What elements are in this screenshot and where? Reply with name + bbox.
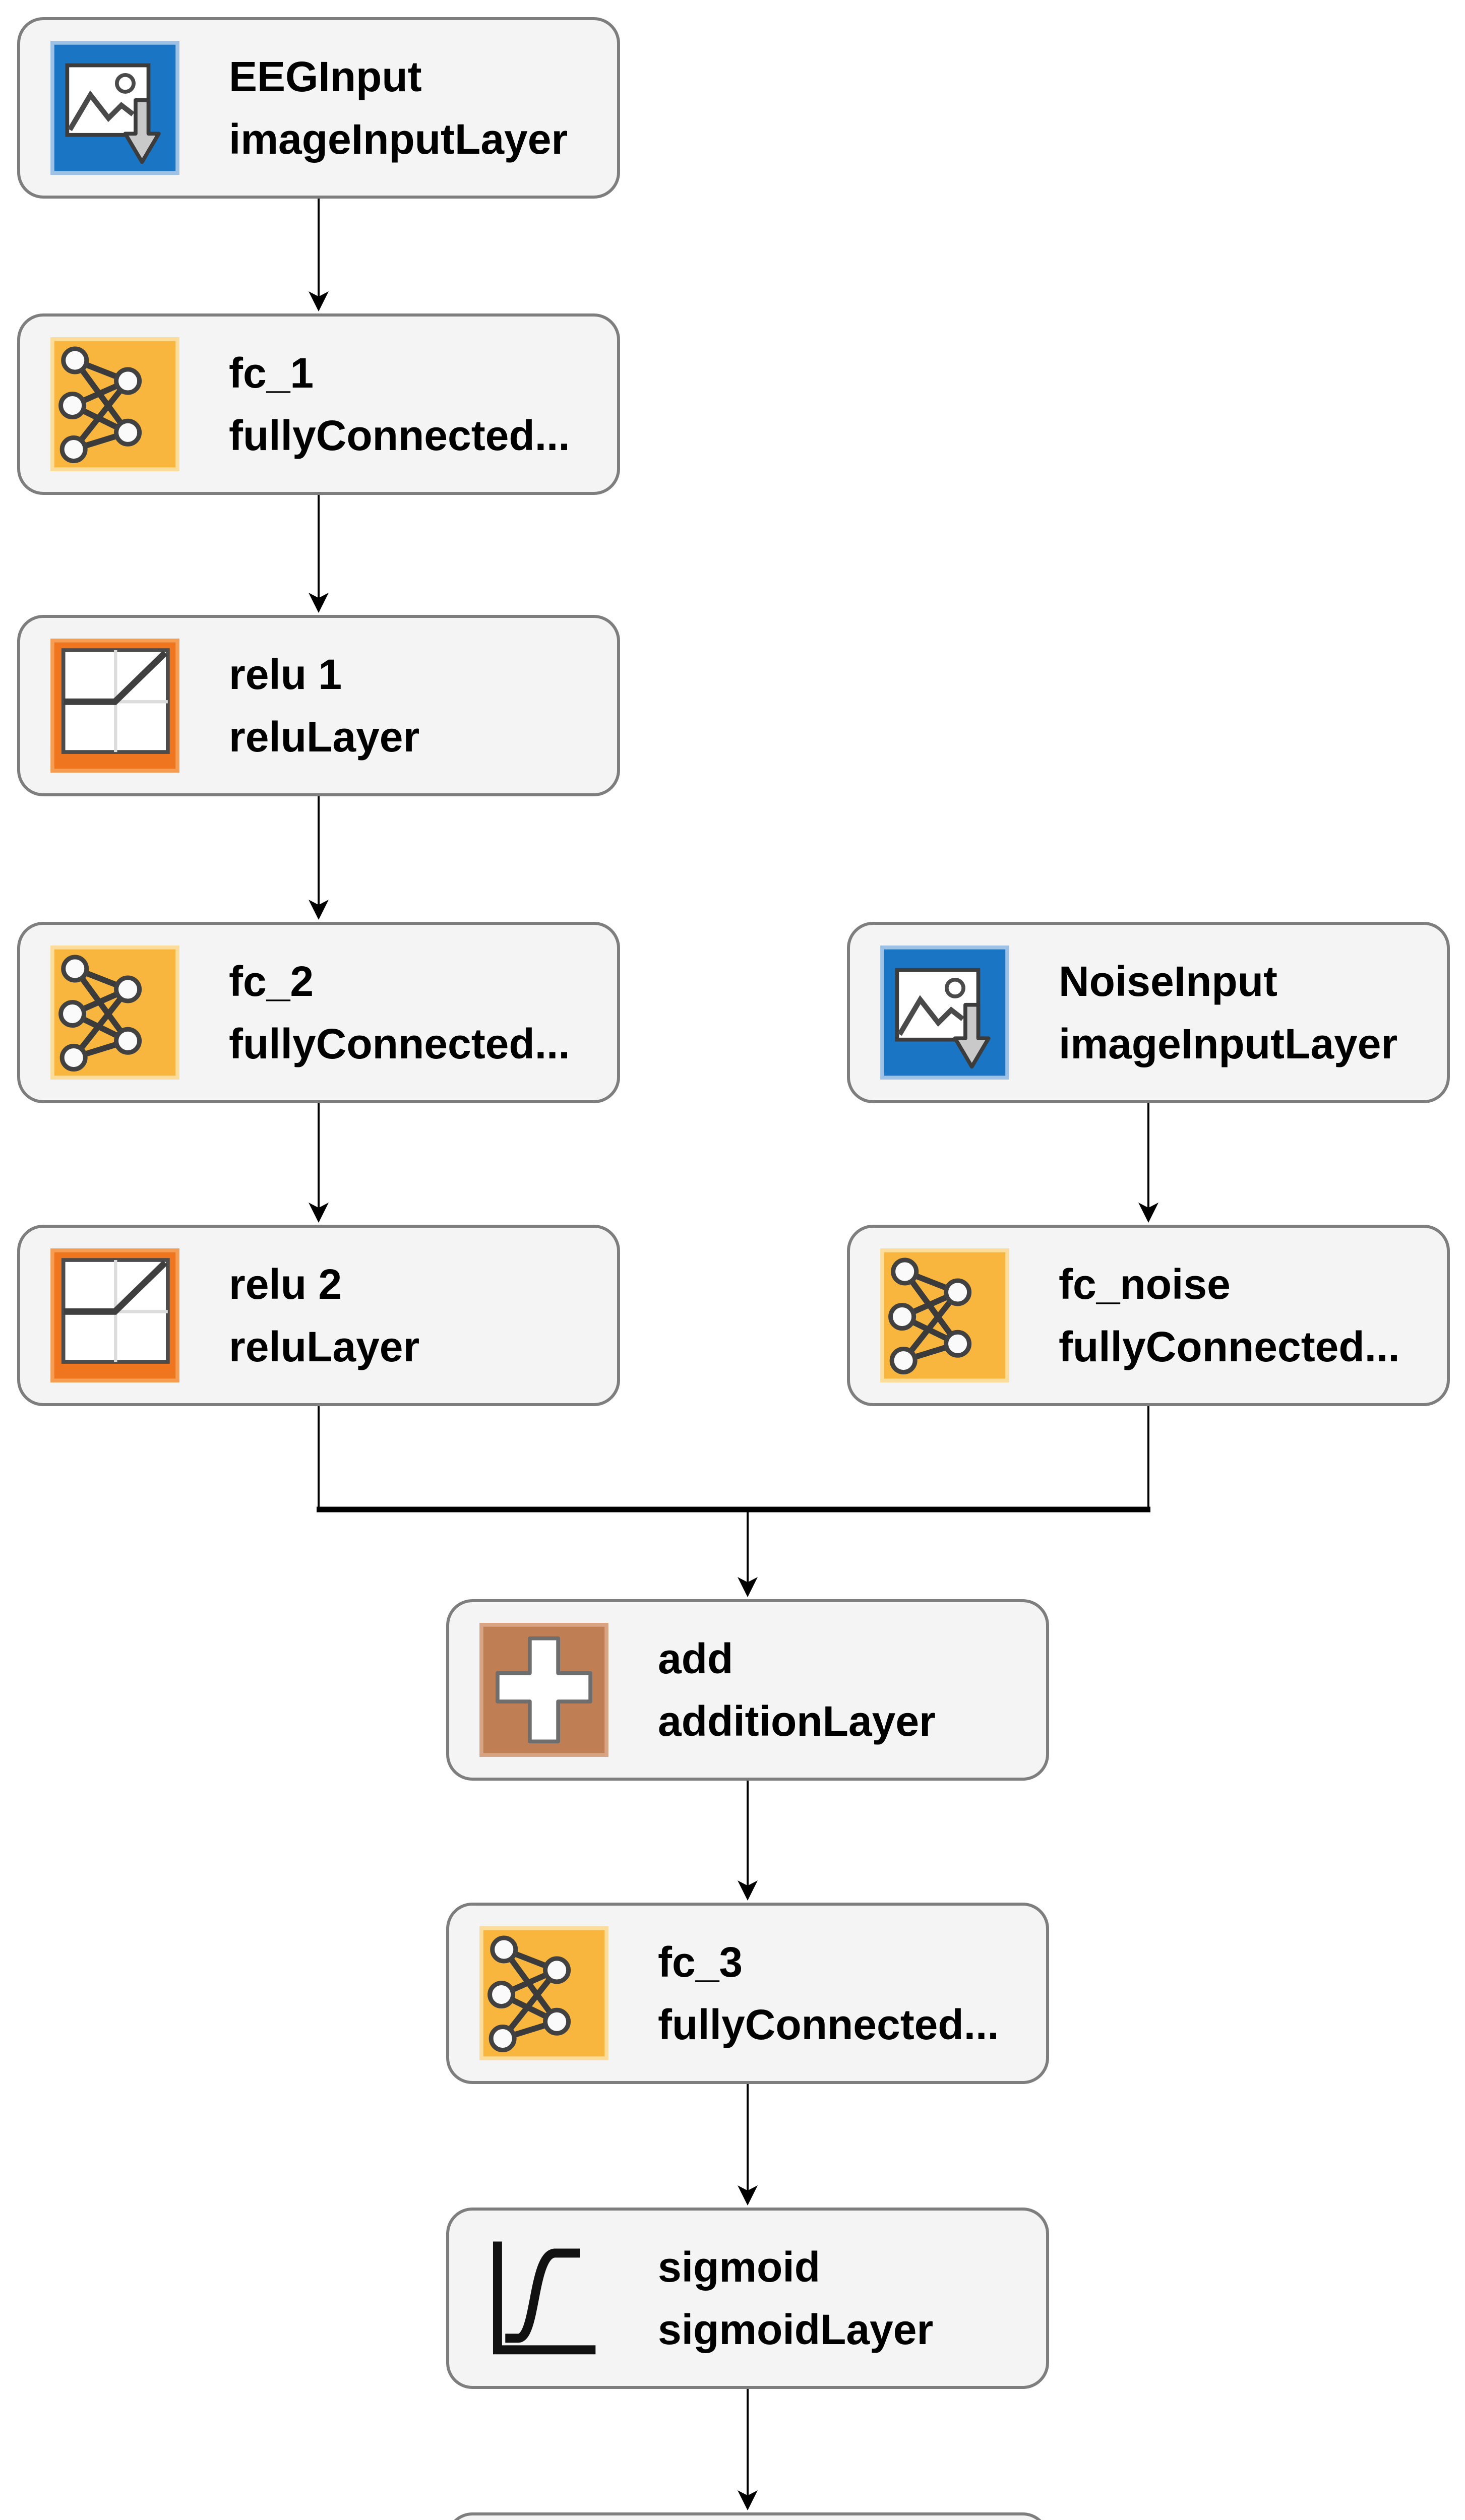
layer-name: fc_2 [229,958,314,1005]
fully-connected-layer-icon [50,946,179,1080]
image-input-layer-icon [50,41,179,175]
relu-layer-icon [50,639,179,773]
layer-type: fullyConnected... [229,1020,570,1067]
node-add[interactable]: add additionLayer [446,1599,1049,1781]
layer-name: relu 2 [229,1261,342,1308]
sigmoid-layer-icon [479,2231,608,2365]
node-eeginput[interactable]: EEGInput imageInputLayer [17,17,620,199]
node-fc3[interactable]: fc_3 fullyConnected... [446,1903,1049,2084]
node-noiseinput[interactable]: NoiseInput imageInputLayer [847,922,1450,1103]
layer-name: fc_noise [1059,1261,1231,1308]
layer-name: relu 1 [229,651,342,698]
layer-type: sigmoidLayer [658,2306,934,2353]
node-vectorout[interactable]: VectorOut regressionLayer [446,2512,1049,2520]
fully-connected-layer-icon [50,337,179,471]
layer-name: EEGInput [229,53,422,100]
node-sigmoid[interactable]: sigmoid sigmoidLayer [446,2208,1049,2389]
layer-type: reluLayer [229,713,420,761]
node-relu1[interactable]: relu 1 reluLayer [17,615,620,796]
fully-connected-layer-icon [479,1926,608,2060]
layer-type: fullyConnected... [1059,1323,1400,1370]
node-relu2[interactable]: relu 2 reluLayer [17,1225,620,1406]
layer-name: NoiseInput [1059,958,1277,1005]
layer-type: fullyConnected... [229,412,570,459]
node-fc2[interactable]: fc_2 fullyConnected... [17,922,620,1103]
layer-name: add [658,1635,734,1682]
layer-name: fc_1 [229,349,314,397]
node-fc1[interactable]: fc_1 fullyConnected... [17,313,620,495]
node-fcnoise[interactable]: fc_noise fullyConnected... [847,1225,1450,1406]
layer-type: fullyConnected... [658,2001,999,2048]
relu-layer-icon [50,1248,179,1382]
image-input-layer-icon [880,946,1009,1080]
addition-layer-icon [479,1623,608,1757]
layer-type: imageInputLayer [1059,1020,1398,1067]
layer-name: fc_3 [658,1938,743,1986]
layer-type: reluLayer [229,1323,420,1370]
layer-type: additionLayer [658,1697,936,1745]
layer-type: imageInputLayer [229,115,568,163]
fully-connected-layer-icon [880,1248,1009,1382]
layer-name: sigmoid [658,2243,821,2291]
